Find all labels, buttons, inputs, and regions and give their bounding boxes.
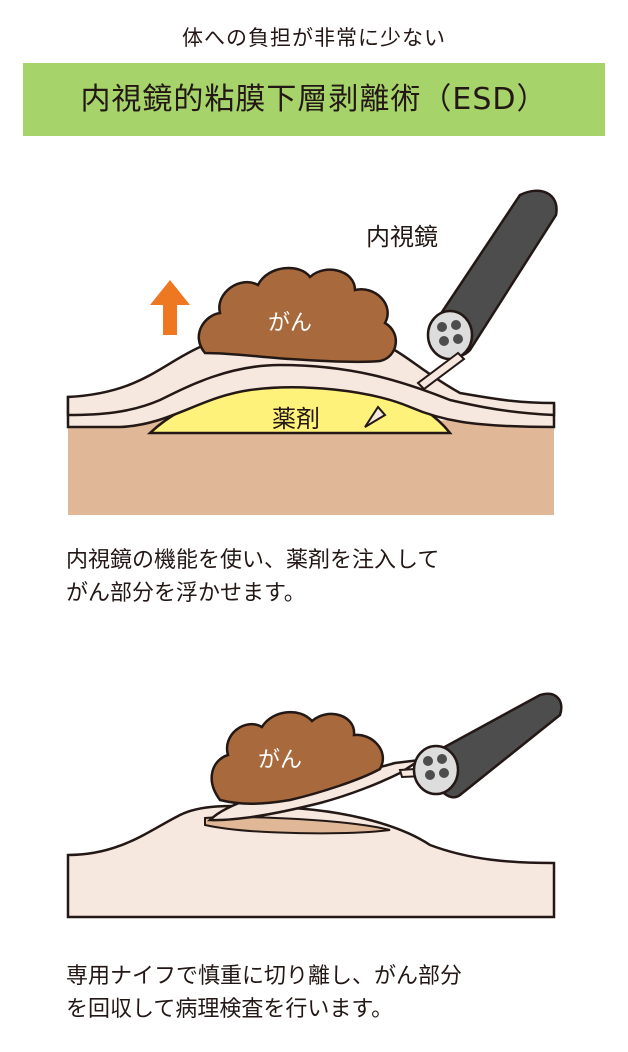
lift-arrow	[150, 280, 190, 335]
deep-tissue-layer	[68, 433, 554, 515]
scope2-channel-4	[439, 768, 449, 778]
scope-channel-3	[439, 336, 449, 346]
endoscope-tip-2	[412, 744, 460, 796]
endoscope-tip	[426, 309, 474, 361]
excavated-area	[204, 816, 391, 835]
scope2-channel-1	[423, 756, 433, 766]
injection-illustration: 内視鏡 がん 薬剤	[66, 189, 558, 515]
drug-label: 薬剤	[272, 405, 320, 433]
page-title: 内視鏡的粘膜下層剥離術（ESD）	[80, 82, 548, 117]
tumor	[197, 266, 397, 364]
tumor-2	[210, 710, 385, 805]
cancer-label-1: がん	[268, 311, 312, 336]
scope-channel-4	[453, 334, 463, 344]
caption-resection-line-1: 専用ナイフで慎重に切り離し、がん部分	[66, 964, 463, 989]
needle-tip	[364, 405, 387, 428]
caption-injection: 内視鏡の機能を使い、薬剤を注入して がん部分を浮かせます。	[66, 544, 566, 610]
needle-sheath	[416, 351, 466, 391]
endoscope-label: 内視鏡	[366, 223, 438, 251]
resection-illustration: がん	[66, 692, 563, 919]
figure-injection: 内視鏡 がん 薬剤	[0, 175, 628, 520]
title-banner: 内視鏡的粘膜下層剥離術（ESD）	[23, 63, 605, 136]
caption-resection-line-2: を回収して病理検査を行います。	[66, 997, 394, 1022]
cancer-label-2: がん	[258, 748, 302, 773]
scope-channel-2	[451, 320, 461, 330]
figure-resection: がん	[0, 655, 628, 925]
caption-resection: 専用ナイフで慎重に切り離し、がん部分 を回収して病理検査を行います。	[66, 960, 566, 1026]
scope2-channel-2	[437, 754, 447, 764]
caption-injection-line-1: 内視鏡の機能を使い、薬剤を注入して	[66, 548, 440, 573]
caption-injection-line-2: がん部分を浮かせます。	[66, 581, 306, 606]
scope2-channel-3	[425, 770, 435, 780]
subtitle: 体への負担が非常に少ない	[182, 26, 446, 50]
scope-channel-1	[437, 322, 447, 332]
